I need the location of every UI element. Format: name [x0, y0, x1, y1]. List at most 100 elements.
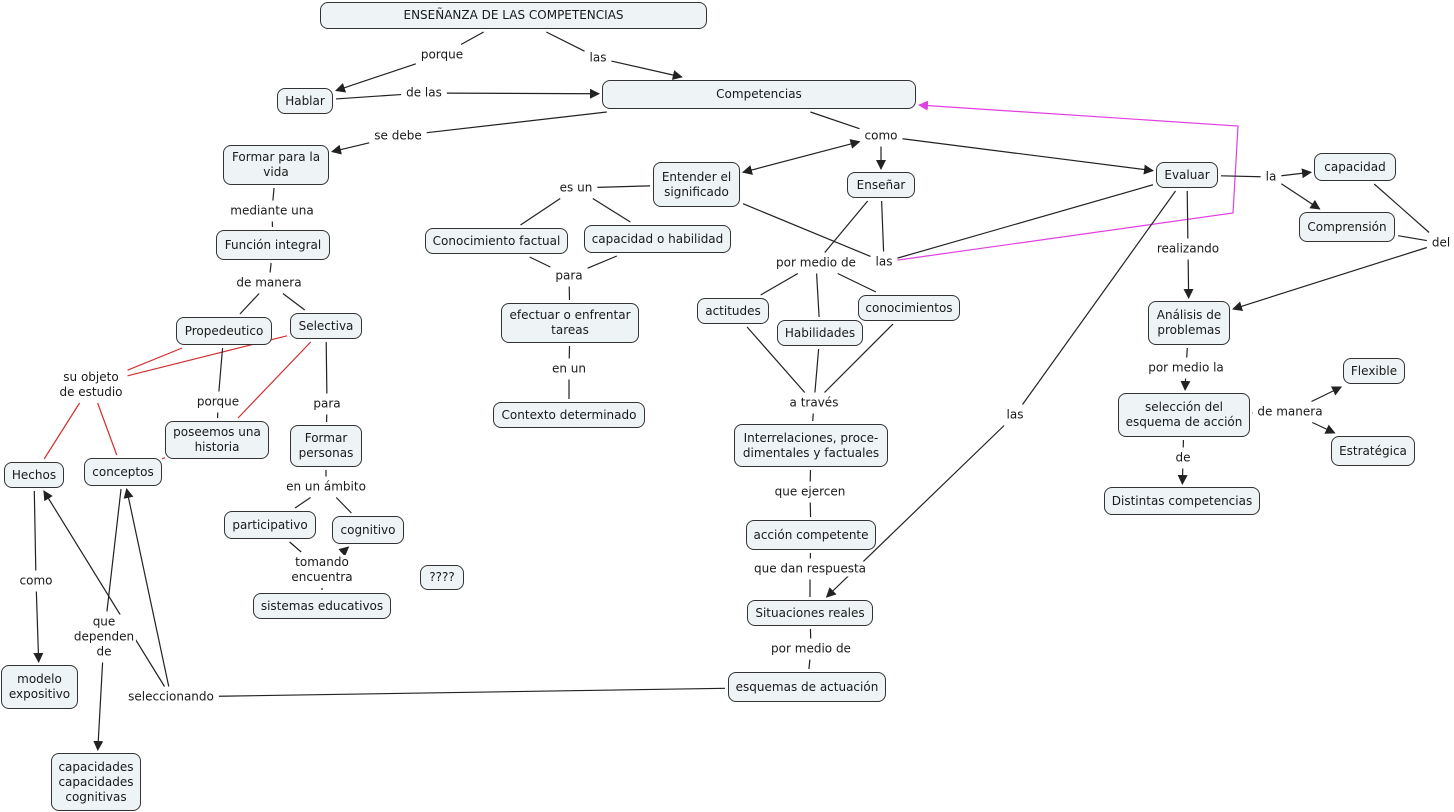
- node-conocimientos[interactable]: conocimientos: [858, 295, 960, 321]
- connector-selectiva-l_para: [325, 341, 328, 394]
- node-distintas-competencias[interactable]: Distintas competencias: [1104, 487, 1260, 515]
- node-funcion-integral[interactable]: Función integral: [216, 230, 330, 260]
- node-poseemos-una-historia[interactable]: poseemos una historia: [165, 421, 269, 459]
- link-label-para: para: [311, 396, 343, 412]
- link-label-del: del: [1429, 235, 1453, 251]
- node-habilidades[interactable]: Habilidades: [777, 320, 863, 346]
- connector-l_seleccionando-hechos: [43, 490, 166, 687]
- link-label-por-medio-de: por medio de: [769, 641, 853, 657]
- node-sistemas-educativos[interactable]: sistemas educativos: [253, 593, 391, 619]
- connector-l_delas-competencias: [446, 88, 600, 99]
- connector-l_demanera2-estrategica: [1312, 421, 1336, 434]
- node-entender-el-significado[interactable]: Entender el significado: [653, 162, 740, 207]
- link-label-tomando-encuentra: tomando encuentra: [289, 555, 355, 585]
- connector-capacidad-l_del: [1373, 183, 1430, 233]
- link-label-porque: porque: [194, 394, 242, 410]
- connector-title-l_las_top: [546, 31, 585, 52]
- node-efectuar-tareas[interactable]: efectuar o enfrentar tareas: [501, 303, 639, 343]
- connector-competencias-l_sedebe: [426, 111, 607, 134]
- connector-l_dependen-capacidades: [93, 662, 104, 751]
- node-unknown[interactable]: ????: [420, 565, 464, 590]
- connector-participativo-l_tomando: [289, 541, 302, 553]
- connector-title-l_porque: [460, 31, 484, 46]
- link-label-que-dependen-de: que dependen de: [71, 614, 137, 660]
- node-contexto-determinado[interactable]: Contexto determinado: [493, 402, 645, 428]
- connector-l_tomando-cognitivo: [338, 546, 350, 557]
- connector-evaluar-l_la: [1220, 175, 1261, 178]
- node-evaluar[interactable]: Evaluar: [1156, 162, 1218, 188]
- link-label-las: las: [1004, 407, 1026, 423]
- connector-l_objeto-hechos: [43, 402, 81, 460]
- node-formar-para-la-vida[interactable]: Formar para la vida: [223, 145, 329, 185]
- connector-l_como2-evaluar: [902, 138, 1154, 175]
- node-accion-competente[interactable]: acción competente: [746, 520, 876, 550]
- connector-conoc_factual-l_para2: [529, 256, 551, 268]
- node-cognitivo[interactable]: cognitivo: [332, 516, 404, 544]
- node-modelo-expositivo[interactable]: modelo expositivo: [1, 665, 78, 709]
- connector-l_pormediode-actitudes: [760, 272, 799, 296]
- node-actitudes[interactable]: actitudes: [697, 298, 769, 324]
- connector-l_la-capacidad: [1281, 168, 1312, 179]
- connector-l_porque-hablar: [335, 63, 417, 93]
- connector-l_como-modelo: [33, 591, 44, 663]
- node-situaciones-reales[interactable]: Situaciones reales: [747, 600, 873, 626]
- connector-l_ambito-cognitivo: [335, 497, 352, 514]
- connector-l_esun-capac_habil: [592, 197, 631, 223]
- node-hechos[interactable]: Hechos: [4, 462, 64, 488]
- link-label-por-medio-de: por medio de: [774, 255, 858, 271]
- node-participativo[interactable]: participativo: [224, 511, 316, 539]
- link-label-en-un: en un: [549, 361, 589, 377]
- link-label-de-las: de las: [404, 85, 444, 101]
- connector-l_atraves-interrelaciones: [812, 413, 814, 422]
- node-flexible[interactable]: Flexible: [1343, 358, 1405, 384]
- node-formar-personas[interactable]: Formar personas: [290, 425, 362, 467]
- connector-l_del-analisis: [1232, 246, 1428, 312]
- connector-l_esun-conoc_factual: [520, 198, 561, 226]
- node-capacidad[interactable]: capacidad: [1314, 153, 1396, 181]
- link-label-de-manera: de manera: [234, 275, 304, 291]
- link-label-como: como: [17, 573, 55, 589]
- connector-l_pormediode-conocimientos: [837, 272, 877, 293]
- link-label-su-objeto-de-estudio: su objeto de estudio: [57, 370, 125, 400]
- node-seleccion-del-esquema[interactable]: selección del esquema de acción: [1118, 393, 1250, 437]
- link-label-se-debe: se debe: [372, 128, 424, 144]
- link-label-las: las: [873, 254, 895, 270]
- connector-hablar-l_delas: [335, 93, 402, 100]
- connector-hechos-l_como: [33, 490, 37, 571]
- node-capacidades-cognitivas[interactable]: capacidades capacidades cognitivas: [51, 753, 141, 811]
- node-conocimiento-factual[interactable]: Conocimiento factual: [425, 228, 568, 254]
- connector-evaluar-l_las_right: [1022, 190, 1177, 405]
- link-label-seleccionando: seleccionando: [126, 689, 216, 705]
- node-analisis-de-problemas[interactable]: Análisis de problemas: [1148, 301, 1230, 345]
- node-competencias[interactable]: Competencias: [602, 80, 916, 109]
- connector-selectiva-poseemos: [237, 341, 312, 419]
- node-title[interactable]: ENSEÑANZA DE LAS COMPETENCIAS: [320, 2, 707, 29]
- node-conceptos[interactable]: conceptos: [84, 458, 162, 486]
- connector-l_realizando-analisis: [1183, 259, 1194, 299]
- node-capacidad-o-habilidad[interactable]: capacidad o habilidad: [584, 225, 731, 253]
- node-selectiva[interactable]: Selectiva: [290, 313, 362, 339]
- connector-actitudes-l_atraves: [746, 326, 806, 393]
- node-propedeutico[interactable]: Propedeutico: [176, 317, 272, 345]
- connector-conocimientos-l_atraves: [824, 323, 894, 393]
- node-comprension[interactable]: Comprensión: [1299, 212, 1395, 242]
- connector-ensenar-l_las_mid: [881, 200, 885, 252]
- connector-ensenar-l_pormediode: [824, 200, 869, 253]
- link-label-que-ejercen: que ejercen: [772, 484, 848, 500]
- connector-l_demanera2-flexible: [1311, 386, 1343, 403]
- node-estrategica[interactable]: Estratégica: [1331, 436, 1415, 466]
- connector-l_pormediode-habilidades: [816, 273, 820, 318]
- connector-l_objeto-conceptos: [97, 402, 118, 456]
- connector-l_las_mid-competencias: [897, 100, 1239, 261]
- connector-l_seleccionando-conceptos: [123, 488, 170, 687]
- connector-l_sedebe-formar_vida: [331, 142, 370, 155]
- node-ensenar[interactable]: Enseñar: [847, 172, 915, 198]
- node-interrelaciones[interactable]: Interrelaciones, proce- dimentales y fac…: [734, 424, 888, 467]
- connector-l_demanera-selectiva: [282, 293, 306, 311]
- connector-comprension-l_del: [1397, 235, 1427, 242]
- connector-formar_vida-l_mediante: [272, 187, 275, 201]
- connector-poseemos-conceptos: [161, 457, 166, 460]
- node-hablar[interactable]: Hablar: [277, 88, 333, 114]
- link-label-para: para: [553, 268, 585, 284]
- node-esquemas-de-actuacion[interactable]: esquemas de actuación: [728, 672, 886, 702]
